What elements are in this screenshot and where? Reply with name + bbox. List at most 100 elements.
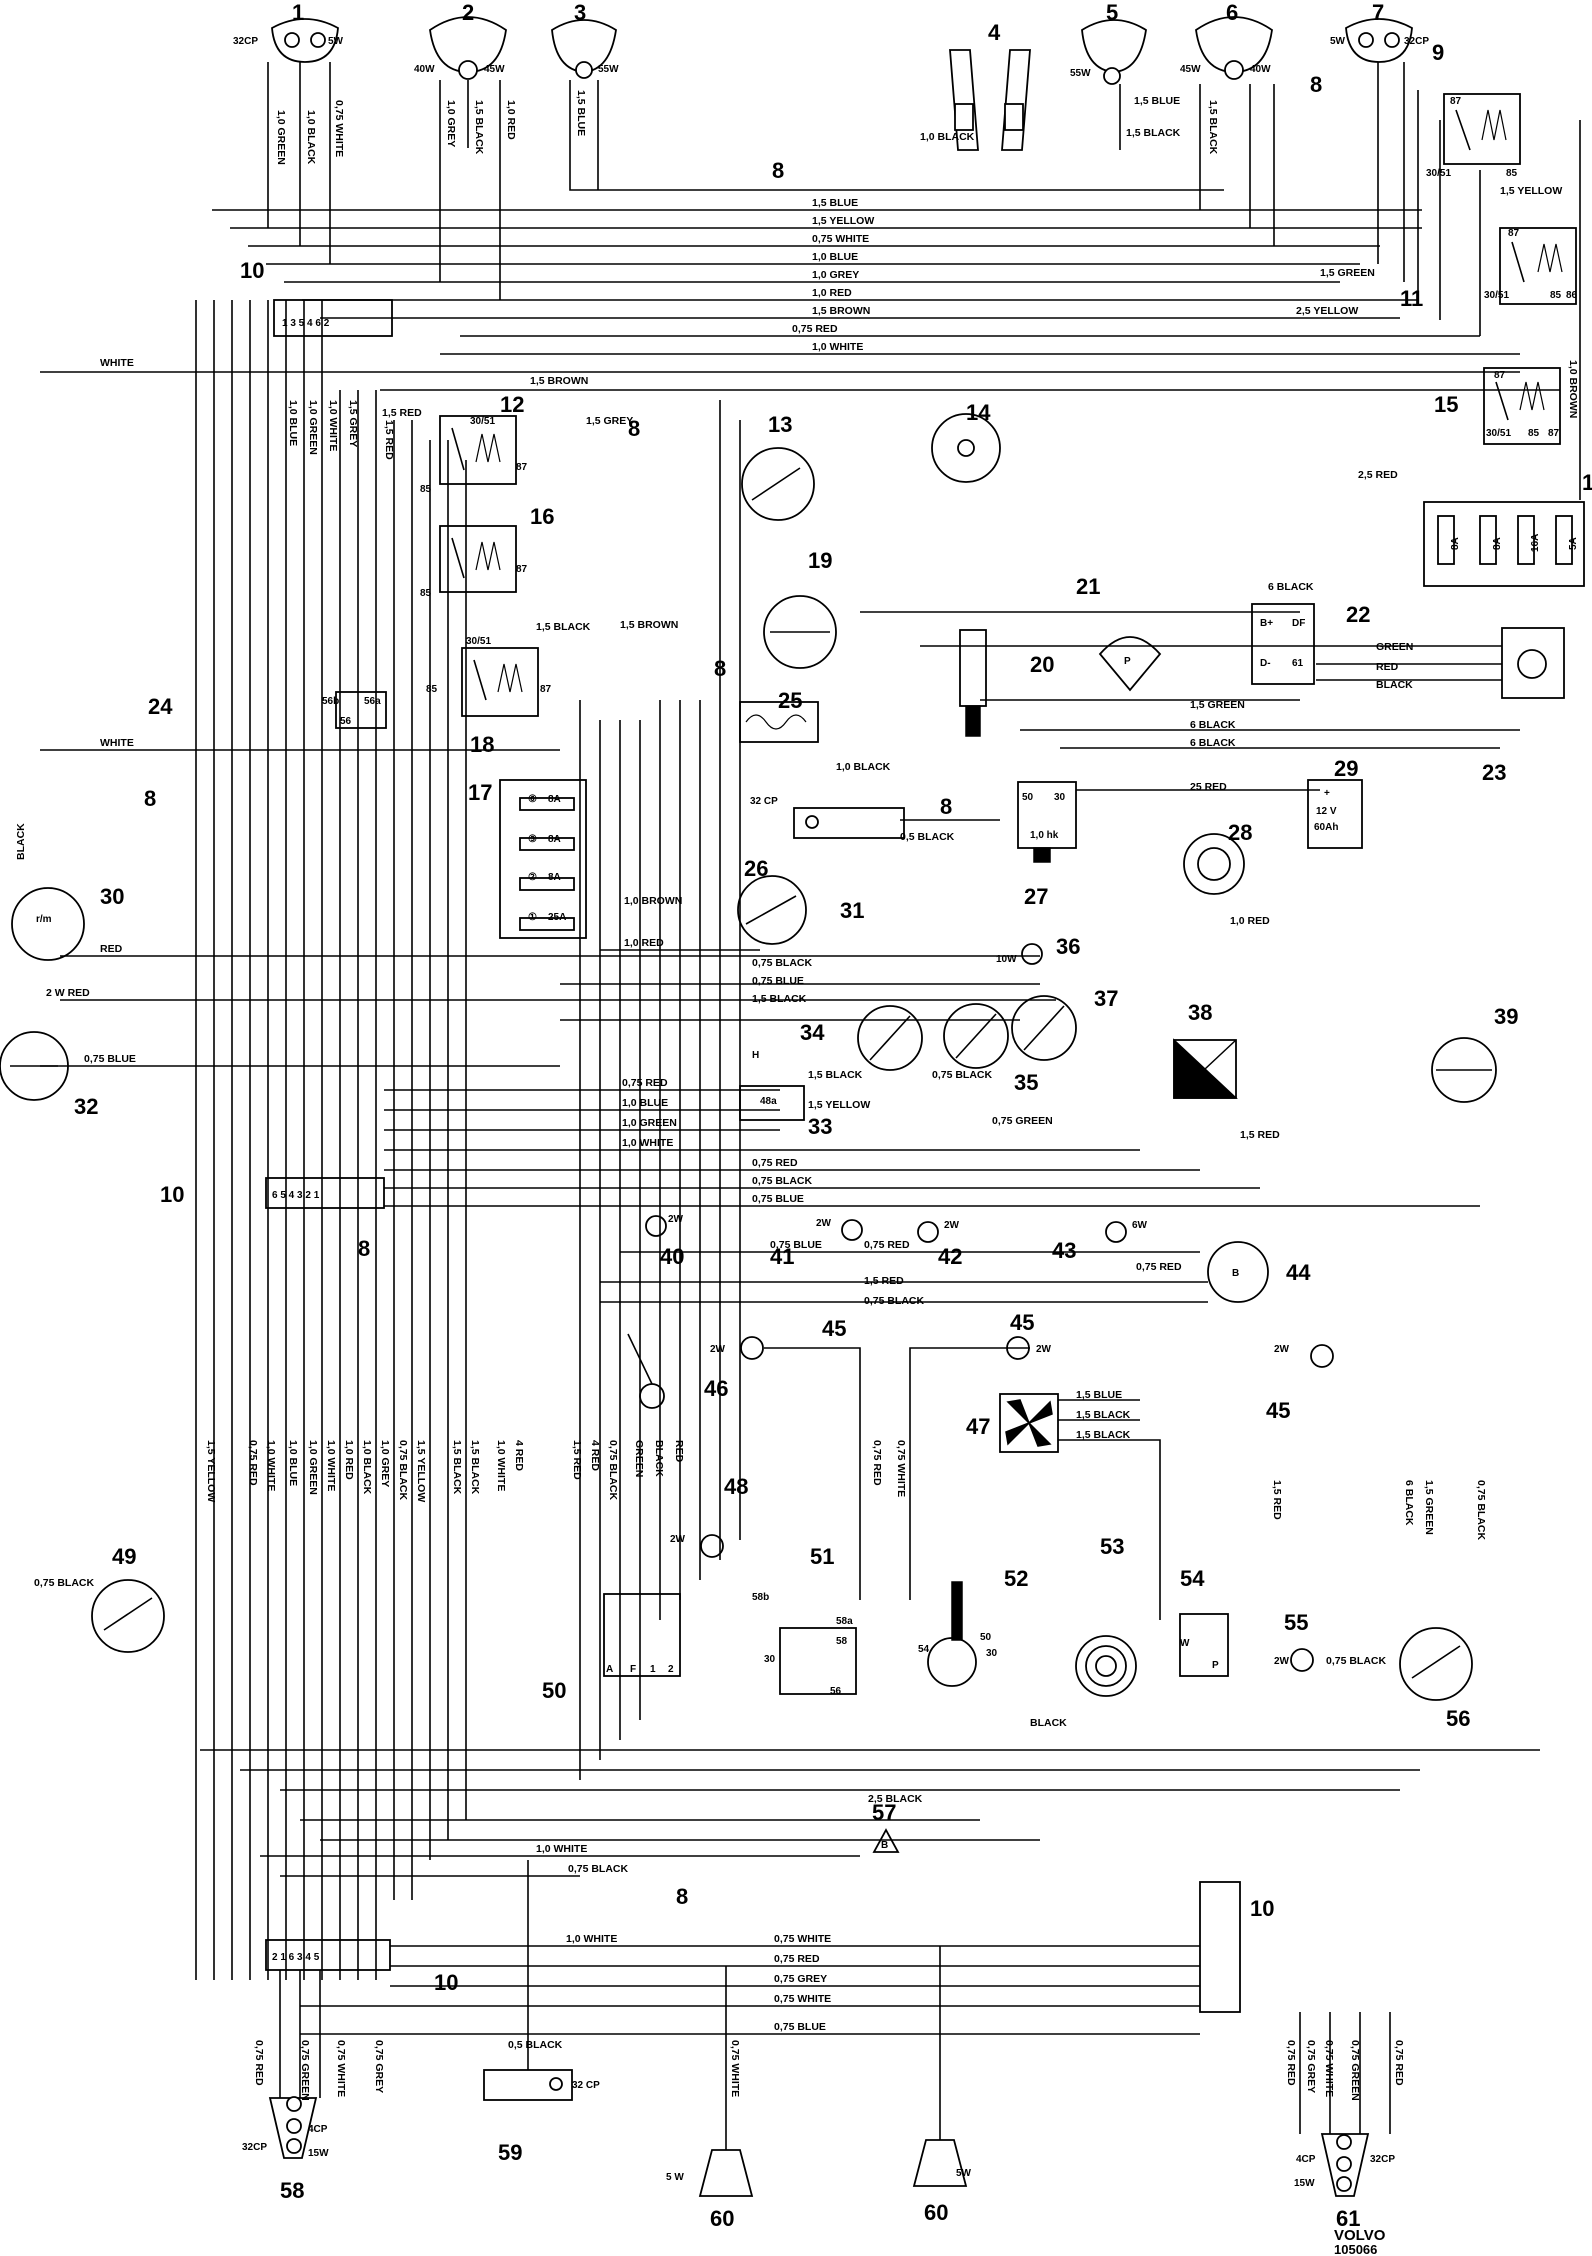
num-40: 40: [660, 1244, 684, 1269]
lamp48-rating: 2W: [670, 1534, 686, 1545]
wire-label-low-12: 0,75 BLACK: [34, 1577, 95, 1589]
relay15-terminal-87: 87: [1494, 370, 1506, 381]
vlabel-low-4: 1,0 WHITE: [325, 1440, 337, 1491]
num-49: 49: [112, 1544, 136, 1569]
num-2: 2: [462, 0, 474, 25]
wire-label-c10-3: 1,0 WHITE: [622, 1137, 673, 1149]
lamp61-rating-b: 32CP: [1370, 2154, 1395, 2165]
num-12: 12: [500, 392, 524, 417]
component-11-relay: 87 30/51 85 86: [1484, 227, 1578, 305]
num-61: 61: [1336, 2206, 1360, 2231]
relay12-terminal-87: 30/51: [470, 416, 495, 427]
wire-label-mid-37: 1,5 RED: [1240, 1129, 1280, 1141]
regulator-df: DF: [1292, 618, 1305, 629]
relay9-terminal-85: 85: [1506, 168, 1518, 179]
component-28-horn-ring: [1183, 833, 1245, 895]
num-26: 26: [744, 856, 768, 881]
wire-label-mid-25: 0,75 BLACK: [752, 957, 813, 969]
vlabel-top-1: 1,0 BLACK: [305, 110, 317, 165]
component-14-distributor: [931, 413, 1001, 483]
num-9: 9: [1432, 40, 1444, 65]
wire-label-top-2: 0,75 WHITE: [812, 233, 869, 245]
component-17-fusebox-right: 8A 8A 16A 5A: [1423, 501, 1585, 587]
wire-label-rear-2: 0,75 RED: [774, 1953, 820, 1965]
num-13: 13: [768, 412, 792, 437]
relay12-terminal-3051: 85: [420, 484, 432, 495]
relay18-terminal-3051: 85: [426, 684, 438, 695]
component-29-battery: + 12 V 60Ah: [1307, 779, 1363, 849]
num-15: 15: [1434, 392, 1458, 417]
battery-capacity: 60Ah: [1314, 822, 1338, 833]
num-8c: 8: [628, 416, 640, 441]
wire-label-low-0: 0,75 BLUE: [770, 1239, 822, 1251]
num-10c: 10: [434, 1970, 458, 1995]
num-14: 14: [966, 400, 991, 425]
wire-label-mid-1: WHITE: [100, 737, 134, 749]
num-56: 56: [1446, 1706, 1470, 1731]
relay11-terminal-3051: 30/51: [1484, 290, 1509, 301]
component-number-labels: 1 2 3 4 5 6 7 8 8 8 8 8 8 8 8 9 10 10 10…: [74, 0, 1592, 2231]
component-54-switch: W P: [1179, 1613, 1229, 1677]
component-49-gauge: [91, 1579, 165, 1653]
switch50-a: 1: [650, 1664, 656, 1675]
num-4: 4: [988, 20, 1001, 45]
relay16-terminal-85: 87: [516, 564, 528, 575]
wire-label-mid-0: WHITE: [100, 357, 134, 369]
switch54-2: P: [1212, 1660, 1219, 1671]
num-8g: 8: [358, 1236, 370, 1261]
vlabel-low-17: GREEN: [633, 1440, 645, 1477]
fuse-left-num-1: ①: [528, 912, 537, 923]
num-10a: 10: [240, 258, 264, 283]
wire-label-low-2: 1,5 RED: [864, 1275, 904, 1287]
wire-label-low-8: 1,5 RED: [1271, 1480, 1283, 1520]
component-10-connector-mid: 6 5 4 3 2 1: [265, 1177, 385, 1209]
component-45-lamps: 2W 2W 2W: [710, 1336, 1334, 1368]
component-23-generator: [1501, 627, 1565, 699]
vlabel-rear-5: 0,75 WHITE: [729, 2040, 741, 2097]
lamp5-rating: 55W: [1070, 68, 1091, 79]
num-42: 42: [938, 1244, 962, 1269]
wire-label-top-0: 1,5 BLUE: [812, 197, 858, 209]
num-44: 44: [1286, 1260, 1311, 1285]
fuse-left-3: 8A: [548, 834, 561, 845]
num-30: 30: [100, 884, 124, 909]
num-45c: 45: [1266, 1398, 1290, 1423]
wire-label-mid-12: 1,5 BROWN: [620, 619, 678, 631]
vlabel-low-12: 1,0 WHITE: [495, 1440, 507, 1491]
num-38: 38: [1188, 1000, 1212, 1025]
num-7: 7: [1372, 0, 1384, 25]
num-25: 25: [778, 688, 802, 713]
switch51-58b: 58b: [752, 1592, 769, 1603]
num-28: 28: [1228, 820, 1252, 845]
sender44-label: B: [1232, 1268, 1239, 1279]
relay18-terminal-85: 87: [540, 684, 552, 695]
num-59: 59: [498, 2140, 522, 2165]
wire-label-mid-33: 1,5 BLACK: [808, 1069, 863, 1081]
num-10b: 10: [160, 1182, 184, 1207]
wire-label-c10-4: 0,75 RED: [752, 1157, 798, 1169]
num-39: 39: [1494, 1004, 1518, 1029]
wire-label-top-7: 0,75 RED: [792, 323, 838, 335]
vlabel-low-1: 1,0 WHITE: [265, 1440, 277, 1491]
wire-label-relay-2: 1,5 BROWN: [530, 375, 588, 387]
vlabel-low-3: 1,0 GREEN: [307, 1440, 319, 1495]
svg-text:2 1 6 3 4 5: 2 1 6 3 4 5: [272, 1952, 320, 1963]
wire-label-mid-19: 1,5 GREEN: [1190, 699, 1245, 711]
component-55-lamp: 2W: [1274, 1648, 1314, 1672]
component-58-rear-lamp-left: 32CP 4CP 15W: [242, 2096, 329, 2159]
lamp43-rating: 6W: [1132, 1220, 1148, 1231]
speedo-label: r/m: [36, 914, 52, 925]
fuse-left-num-6: ⑥: [528, 794, 537, 805]
lamp61-rating-c: 15W: [1294, 2178, 1315, 2189]
wire-label-mid-24: 1,0 RED: [1230, 915, 1270, 927]
component-4-horns: [949, 49, 1031, 151]
vlabel-mid-4: 1,5 RED: [383, 420, 395, 460]
num-20: 20: [1030, 652, 1054, 677]
num-52: 52: [1004, 1566, 1028, 1591]
num-3: 3: [574, 0, 586, 25]
component-27-starter: 50 30 1,0 hk: [1017, 781, 1077, 863]
vlabel-rear-9: 0,75 GREEN: [1349, 2040, 1361, 2101]
switch33-48a: 48a: [760, 1096, 777, 1107]
component-61-rear-lamp-right: 4CP 32CP 15W: [1294, 2133, 1395, 2197]
num-8f: 8: [940, 794, 952, 819]
